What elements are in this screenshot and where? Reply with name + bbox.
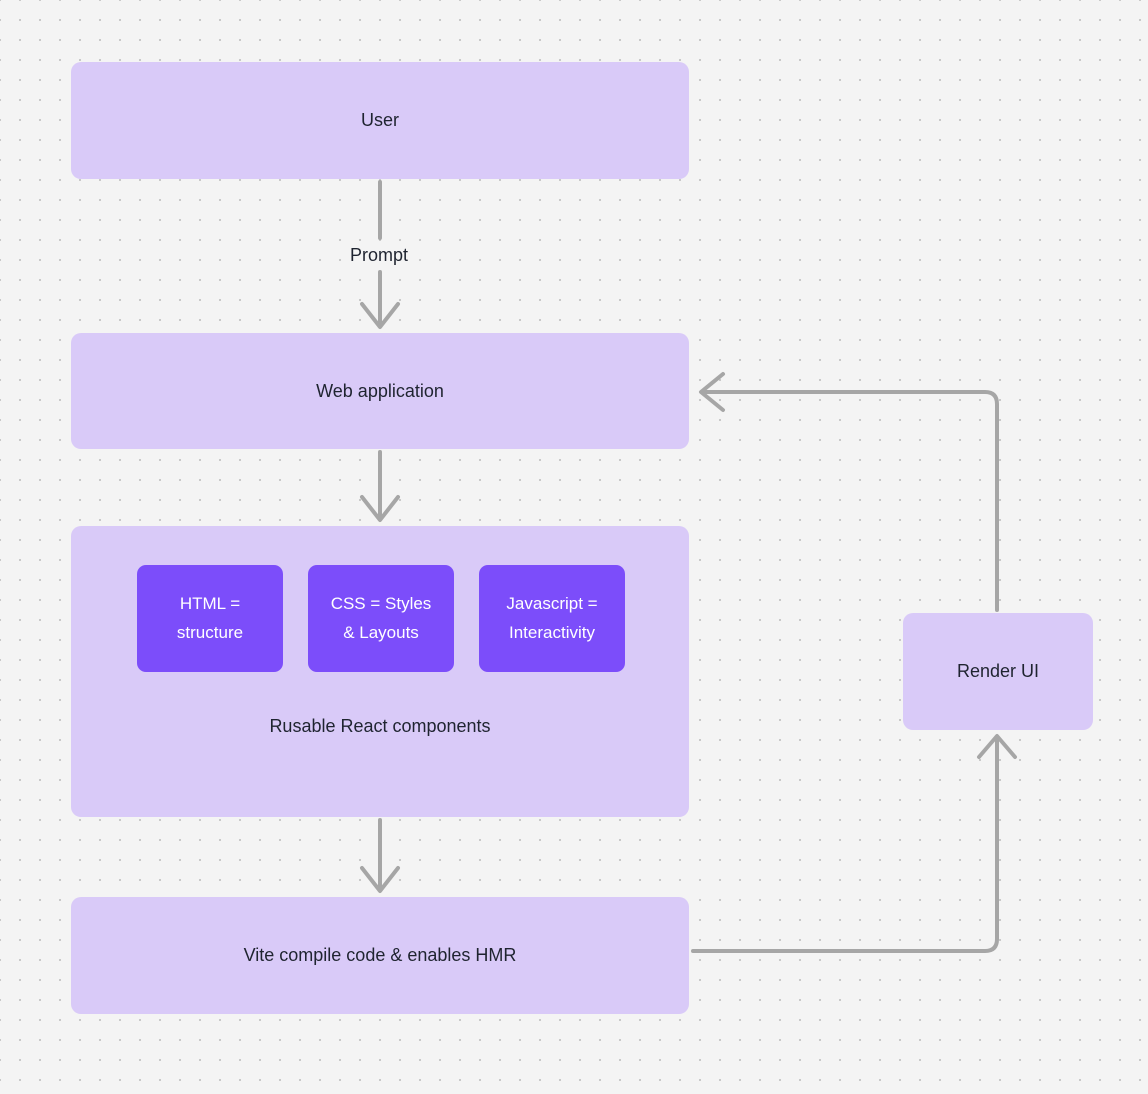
node-render-ui[interactable]: Render UI <box>903 613 1093 730</box>
node-web-application[interactable]: Web application <box>71 333 689 449</box>
node-web-application-label: Web application <box>316 380 444 401</box>
edge-components-to-vite <box>360 818 400 893</box>
chip-javascript-label: Javascript = Interactivity <box>506 594 598 642</box>
edge-vite-to-render <box>691 734 1017 953</box>
node-render-ui-label: Render UI <box>956 661 1040 682</box>
node-user-label: User <box>360 110 399 131</box>
chip-html[interactable]: HTML = structure <box>137 565 283 672</box>
chip-css-label: CSS = Styles & Layouts <box>330 594 432 642</box>
edge-label-prompt: Prompt <box>344 245 415 266</box>
edge-render-to-webapp <box>699 372 999 612</box>
node-reusable-react-components[interactable]: HTML = structure CSS = Styles & Layouts … <box>71 526 689 817</box>
chip-html-label: HTML = structure <box>176 594 244 642</box>
chip-javascript[interactable]: Javascript = Interactivity <box>479 565 625 672</box>
chip-css[interactable]: CSS = Styles & Layouts <box>308 565 454 672</box>
edge-webapp-to-components <box>360 450 400 522</box>
node-reusable-react-components-caption: Rusable React components <box>269 716 491 736</box>
node-vite-compile[interactable]: Vite compile code & enables HMR <box>71 897 689 1014</box>
chip-row: HTML = structure CSS = Styles & Layouts … <box>137 565 625 672</box>
node-vite-compile-label: Vite compile code & enables HMR <box>243 945 517 966</box>
node-user[interactable]: User <box>71 62 689 179</box>
